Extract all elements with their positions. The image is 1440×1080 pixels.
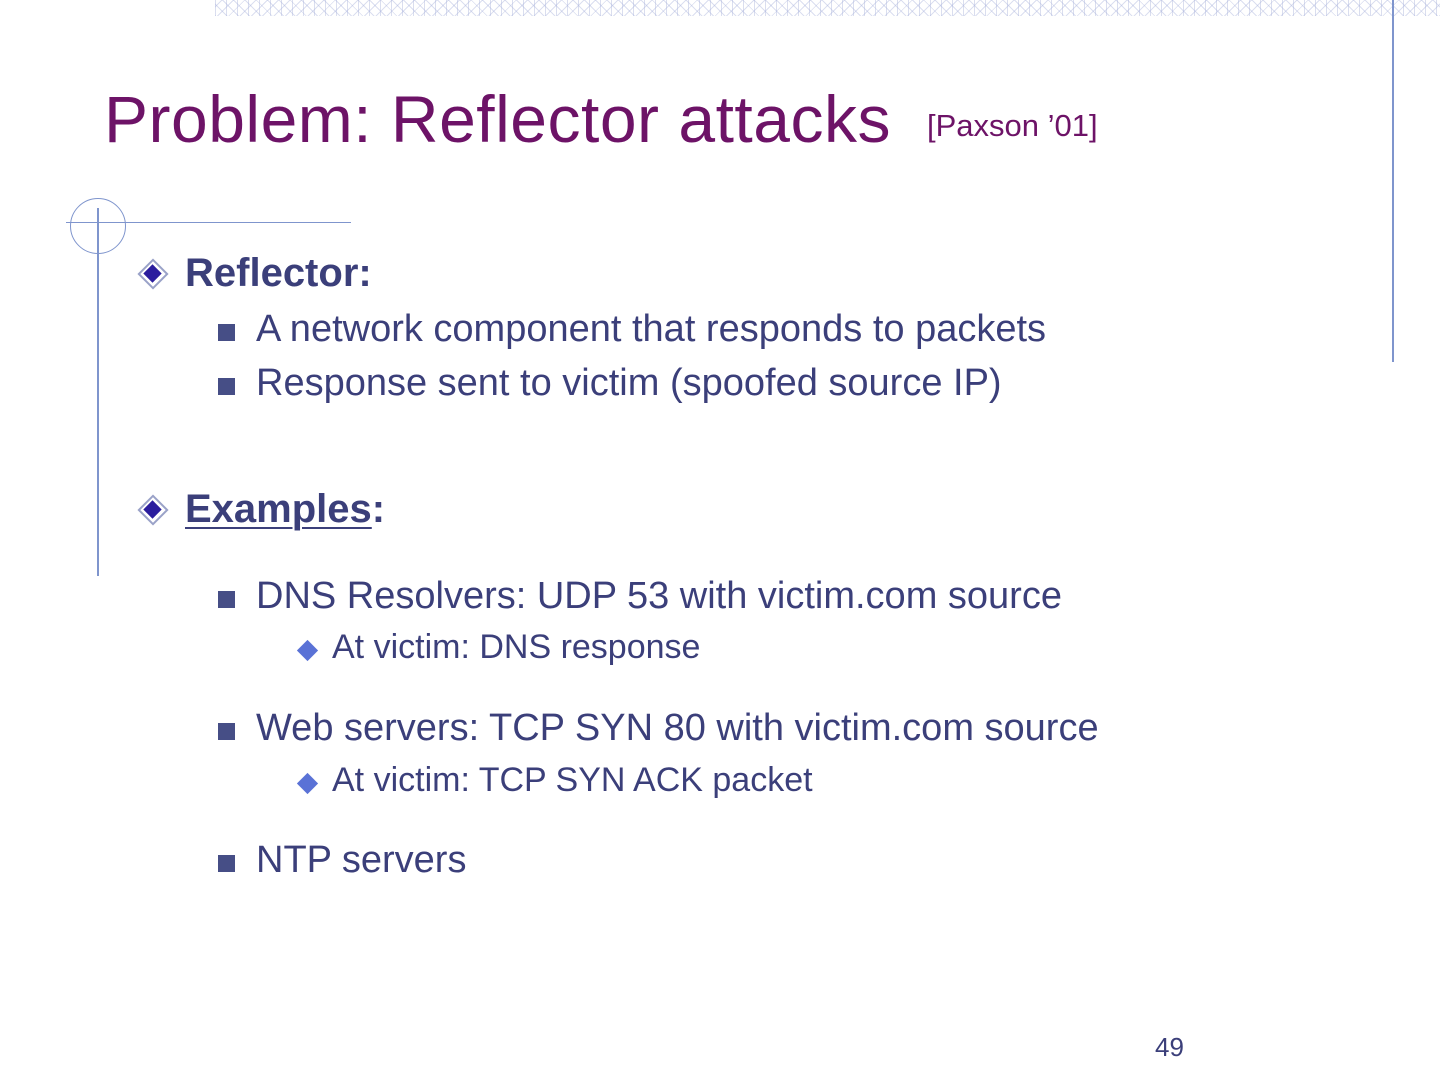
bullet-label: At victim: DNS response [332,628,701,667]
page-title: Problem: Reflector attacks [104,82,891,156]
square-bullet-icon [218,590,235,608]
list-item: Web servers: TCP SYN 80 with victim.com … [218,706,1410,752]
bullet-label: NTP servers [256,839,467,882]
bullet-label: Web servers: TCP SYN 80 with victim.com … [256,706,1099,749]
bullet-label: At victim: TCP SYN ACK packet [332,760,813,799]
slide-body: Reflector: A network component that resp… [140,250,1410,892]
list-spacer [140,544,1410,574]
list-item-reflector-heading: Reflector: [140,250,1410,297]
bullet-label: Examples [185,487,372,532]
left-vertical-rule [97,208,99,576]
list-item: DNS Resolvers: UDP 53 with victim.com so… [218,574,1410,620]
title-citation: [Paxson ’01] [926,108,1098,143]
diamond-bullet-icon [140,497,166,523]
list-item-sub: At victim: DNS response [296,627,1410,668]
decorative-circle-icon [70,198,126,254]
page-number: 49 [1155,1032,1184,1062]
bullet-label: Reflector: [185,251,372,295]
list-item: Response sent to victim (spoofed source … [218,361,1410,407]
list-item: NTP servers [218,838,1410,884]
square-bullet-icon [218,324,235,342]
bullet-label-group: Examples: [185,486,385,533]
small-diamond-bullet-icon [296,640,319,662]
small-diamond-bullet-icon [296,772,319,794]
list-item-examples-heading: Examples: [140,486,1410,533]
right-vertical-rule [1392,0,1394,362]
diamond-bullet-icon [140,261,166,287]
section-spacer [140,414,1410,486]
slide-title-row: Problem: Reflector attacks [Paxson ’01] [104,86,1414,152]
list-item: A network component that responds to pac… [218,307,1410,353]
list-item-sub: At victim: TCP SYN ACK packet [296,760,1410,801]
list-spacer [140,808,1410,838]
bullet-label-colon: : [371,487,386,532]
bullet-label: Response sent to victim (spoofed source … [256,361,1002,404]
bullet-label: DNS Resolvers: UDP 53 with victim.com so… [256,574,1062,617]
bullet-label: A network component that responds to pac… [256,308,1047,351]
square-bullet-icon [218,855,235,873]
top-decorative-pattern [215,0,1440,16]
list-spacer [140,676,1410,706]
square-bullet-icon [218,377,235,395]
title-underline-rule [66,222,351,223]
square-bullet-icon [218,722,235,740]
